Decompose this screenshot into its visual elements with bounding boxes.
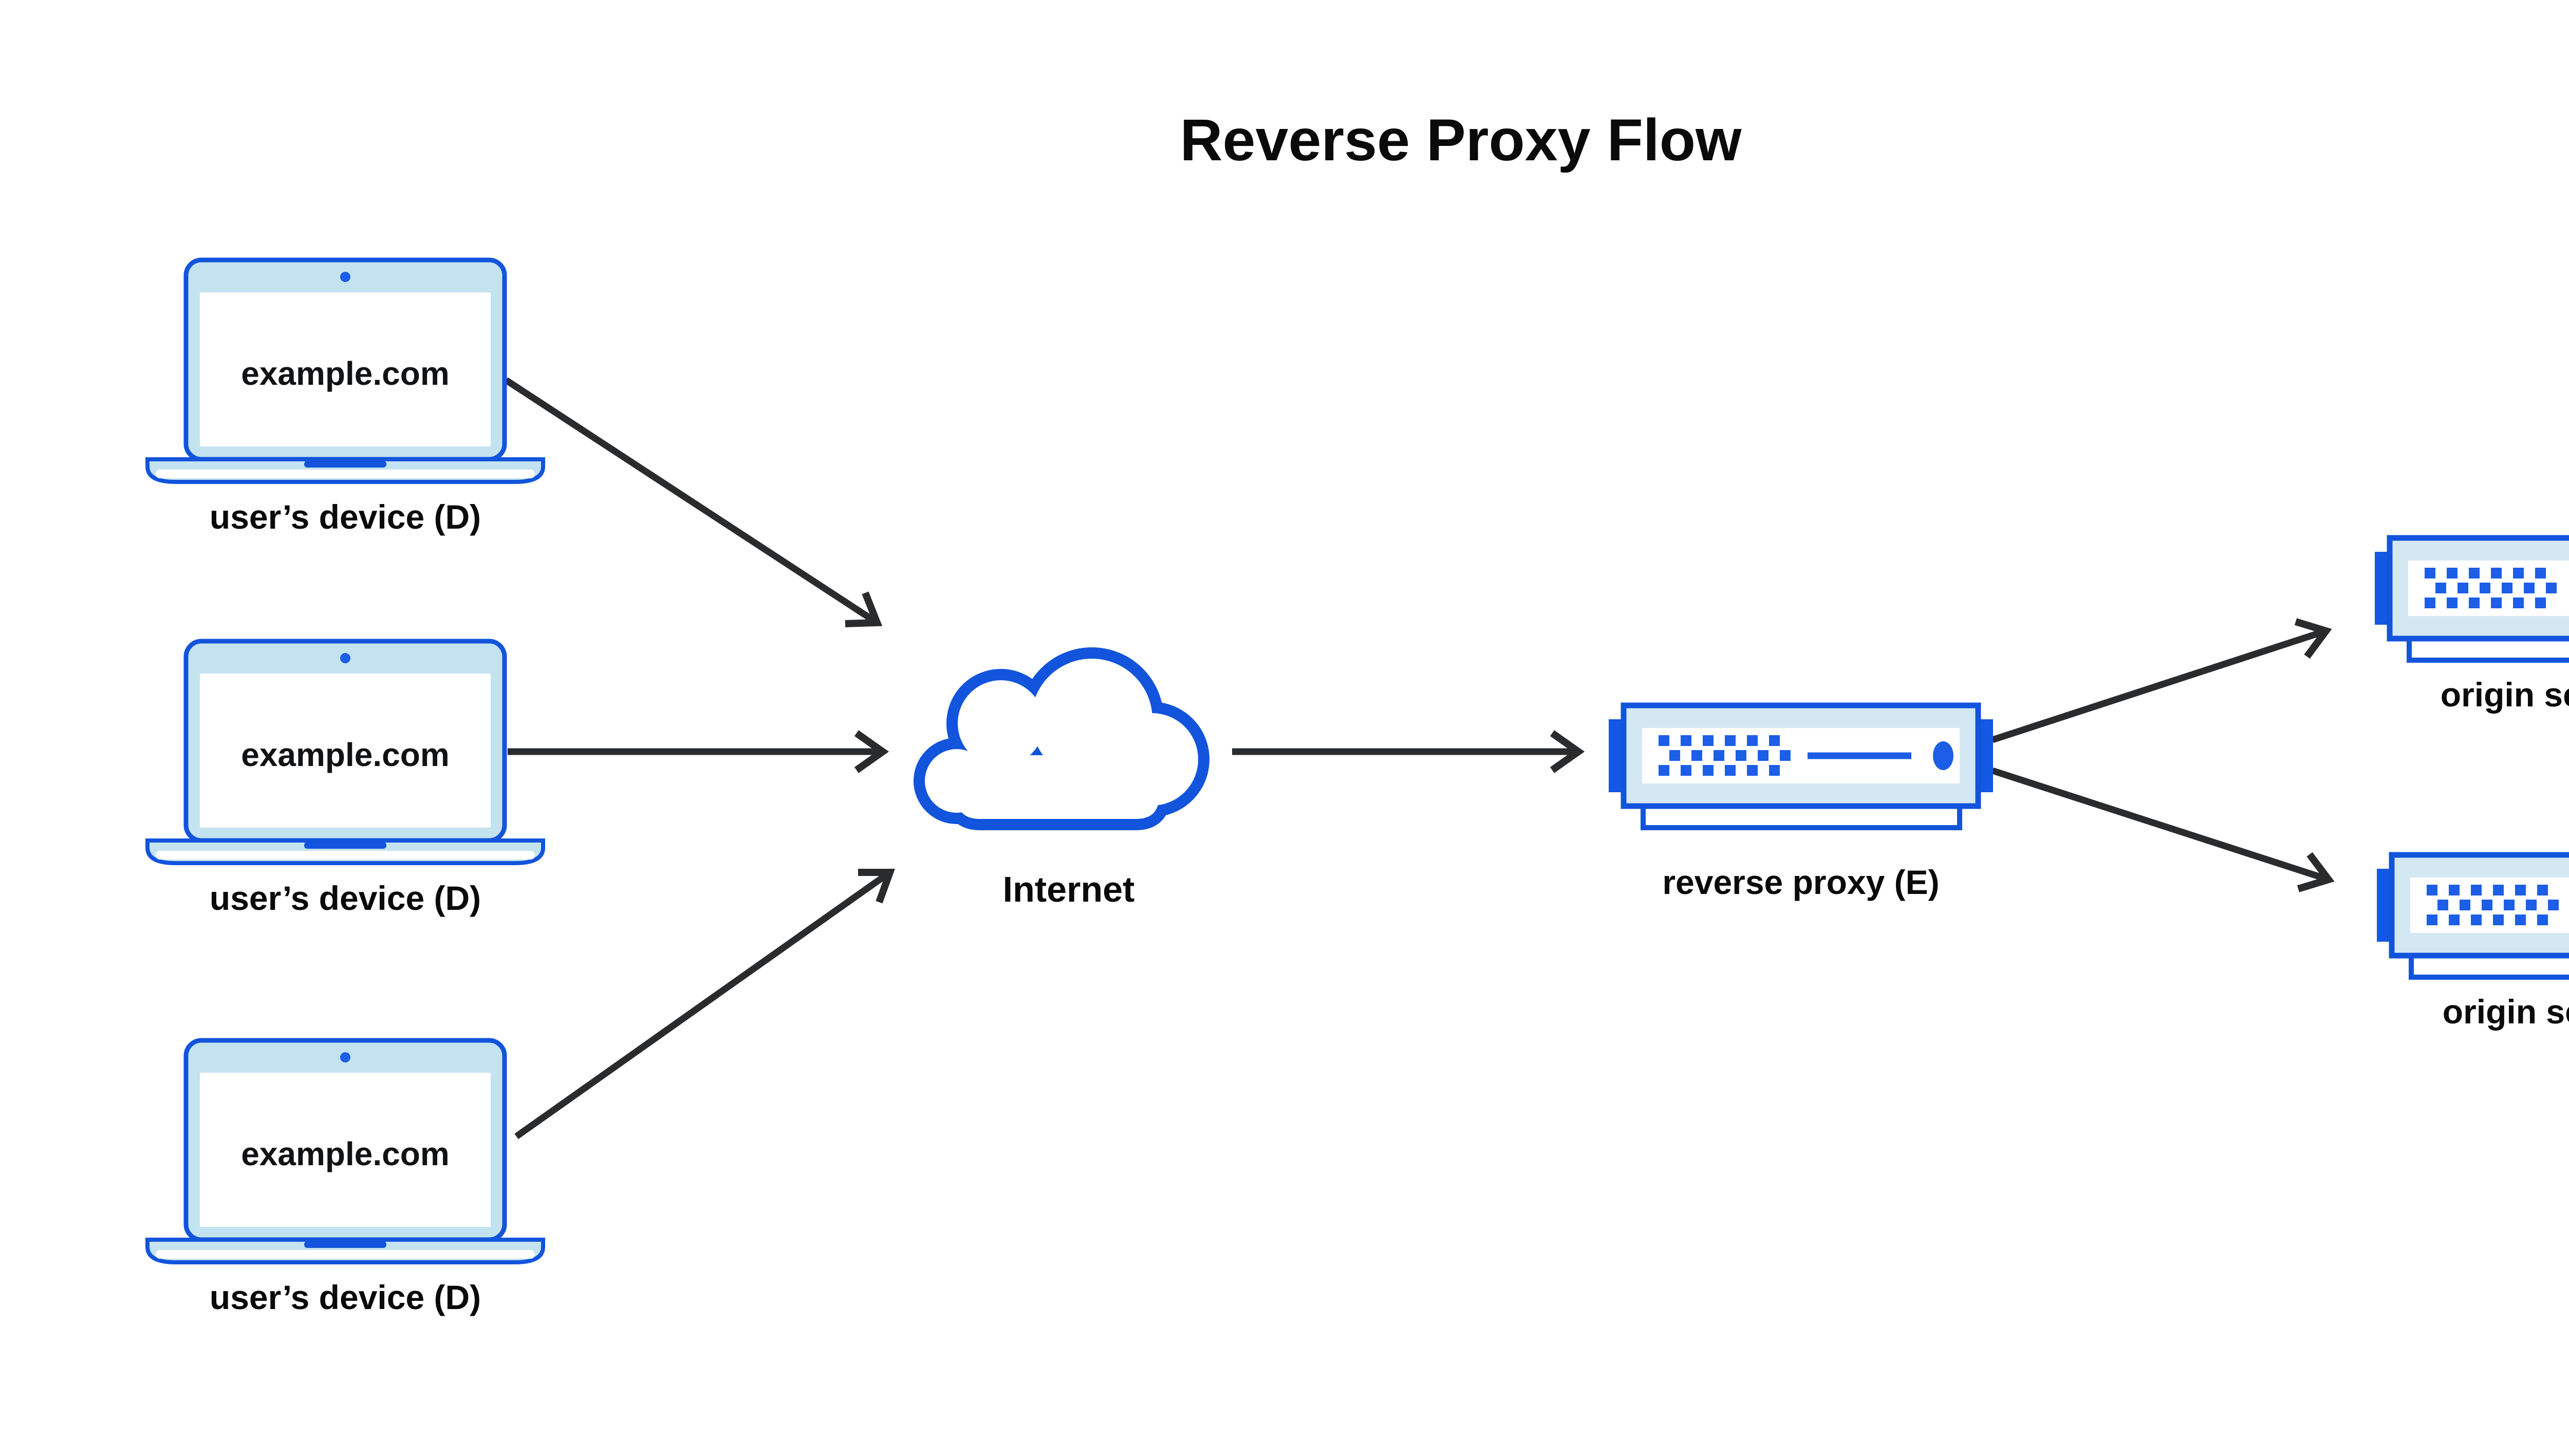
- server-vent-dots: [2427, 885, 2559, 925]
- arrow-device3-to-internet: [514, 869, 895, 1140]
- arrow-head-icon: [858, 869, 895, 904]
- laptop-screen-text: example.com: [241, 355, 450, 392]
- arrow-line: [514, 869, 892, 1140]
- cloud-icon: [914, 647, 1209, 830]
- laptop-icon: example.com: [145, 1038, 545, 1264]
- laptop-camera-dot: [340, 653, 350, 663]
- user-device-caption: user’s device (D): [210, 879, 481, 917]
- server-icon: [2377, 852, 2569, 980]
- laptop-base-highlight: [156, 1250, 535, 1259]
- arrow-device2-to-internet: [508, 730, 889, 773]
- laptop-notch: [304, 461, 386, 468]
- reverse-proxy-caption: reverse proxy (E): [1662, 863, 1939, 901]
- laptop-icon: example.com: [145, 257, 545, 484]
- arrow-internet-to-proxy: [1232, 730, 1585, 773]
- arrow-head-icon: [2294, 618, 2332, 659]
- laptop-screen-text: example.com: [241, 736, 450, 773]
- laptop-notch: [304, 842, 386, 849]
- laptop-notch: [304, 1241, 386, 1248]
- arrow-head-icon: [1550, 730, 1585, 773]
- laptop-screen-text: example.com: [241, 1135, 450, 1172]
- arrow-device1-to-internet: [504, 377, 883, 627]
- laptop-screen: [200, 1073, 491, 1227]
- origin-server-caption: origin server (F): [2441, 676, 2569, 714]
- origin-server-node-2: origin server (F): [2377, 852, 2569, 1031]
- server-vent-dots: [2425, 568, 2557, 608]
- arrow-head-icon: [854, 730, 889, 773]
- laptop-base-highlight: [156, 851, 535, 860]
- user-device-node-2: example.com user’s device (D): [145, 639, 545, 917]
- laptop-camera-dot: [340, 1052, 350, 1062]
- server-icon: [2375, 535, 2569, 663]
- laptop-icon: example.com: [145, 639, 545, 865]
- page-title: Reverse Proxy Flow: [1180, 107, 1742, 173]
- internet-node: Internet: [914, 647, 1209, 909]
- laptop-base-highlight: [156, 470, 535, 478]
- laptop-camera-dot: [340, 272, 350, 282]
- arrow-head-icon: [845, 591, 883, 627]
- user-device-node-3: example.com user’s device (D): [145, 1038, 545, 1316]
- cloud-body: [925, 659, 1198, 819]
- laptop-screen: [200, 674, 491, 828]
- origin-server-caption: origin server (F): [2443, 993, 2569, 1031]
- internet-label: Internet: [1003, 869, 1135, 909]
- server-vent-dots: [1659, 735, 1791, 776]
- user-device-node-1: example.com user’s device (D): [145, 257, 545, 536]
- arrow-proxy-to-origin2: [1991, 767, 2335, 892]
- user-device-caption: user’s device (D): [210, 1278, 481, 1316]
- arrow-line: [504, 377, 879, 626]
- server-icon: [1609, 702, 1993, 830]
- arrow-proxy-to-origin1: [1991, 618, 2332, 743]
- reverse-proxy-node: reverse proxy (E): [1609, 702, 1993, 901]
- laptop-screen: [200, 292, 491, 446]
- arrow-line: [1991, 627, 2328, 743]
- arrow-line: [1991, 767, 2330, 883]
- origin-server-node-1: origin server (F): [2375, 535, 2569, 714]
- user-device-caption: user’s device (D): [210, 498, 481, 536]
- server-power-dot: [1933, 741, 1953, 770]
- arrow-head-icon: [2297, 852, 2335, 892]
